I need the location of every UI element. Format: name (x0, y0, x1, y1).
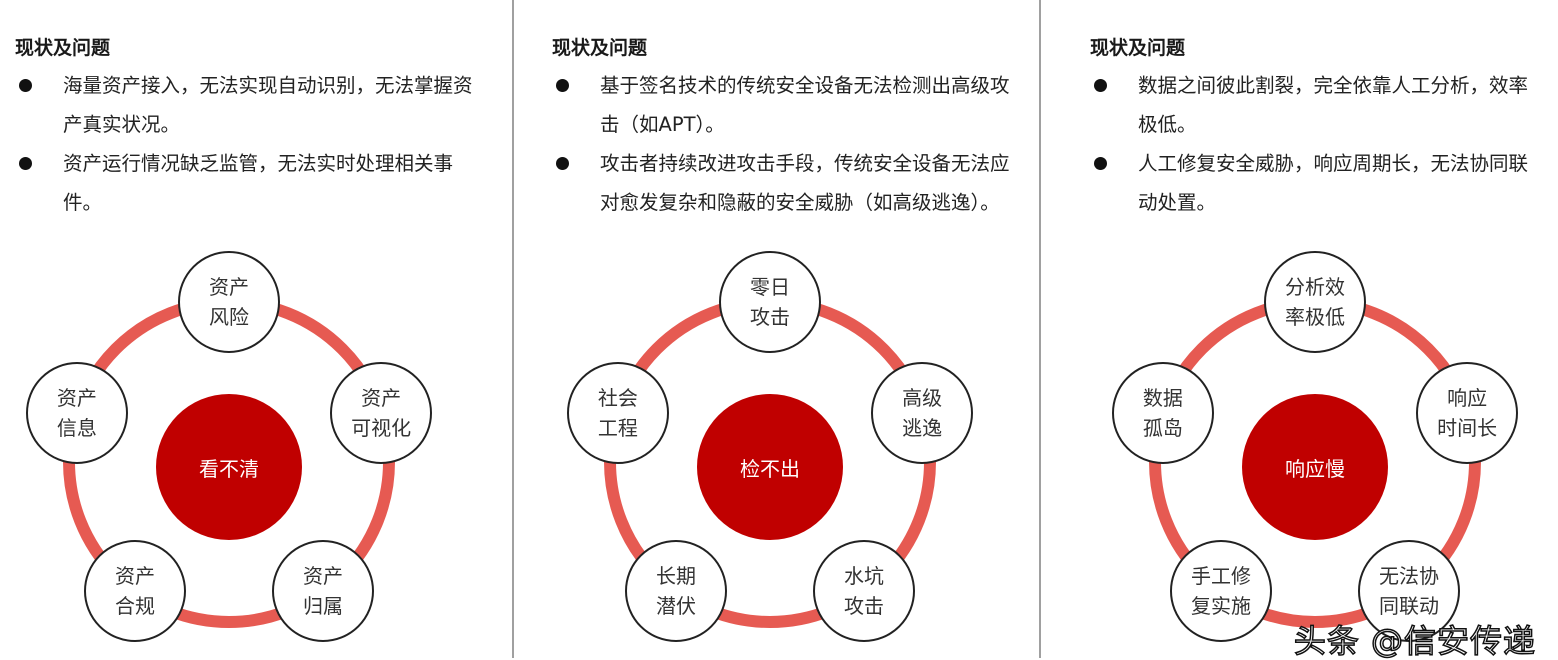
node-label-line: 资产 (303, 564, 344, 589)
panel-asset-visibility: 现状及问题海量资产接入，无法实现自动识别，无法掌握资产真实状况。资产运行情况缺乏… (0, 0, 512, 658)
panel-threat-detection: 现状及问题基于签名技术的传统安全设备无法检测出高级攻击（如APT）。攻击者持续改… (514, 0, 1039, 658)
node-label-line: 同联动 (1379, 594, 1440, 619)
cycle-node: 资产信息 (25, 361, 128, 464)
node-label-line: 分析效 (1285, 275, 1345, 299)
list-item-text: 数据之间彼此割裂，完全依靠人工分析，效率极低。 (1138, 74, 1529, 136)
cycle-node: 水坑攻击 (813, 540, 916, 643)
list-item: 海量资产接入，无法实现自动识别，无法掌握资产真实状况。 (17, 66, 477, 144)
list-item: 数据之间彼此割裂，完全依靠人工分析，效率极低。 (1092, 66, 1542, 144)
node-label-line: 社会 (597, 385, 638, 410)
cycle-node: 零日攻击 (719, 251, 821, 353)
bullet-icon (1094, 79, 1107, 92)
node-label-line: 攻击 (844, 594, 885, 619)
node-label-line: 归属 (303, 594, 344, 619)
node-label-line: 响应 (1447, 385, 1488, 410)
bullet-icon (556, 79, 569, 92)
cycle-node: 资产合规 (83, 540, 186, 643)
node-label-line: 高级 (902, 385, 943, 410)
panel-response: 现状及问题数据之间彼此割裂，完全依靠人工分析，效率极低。人工修复安全威胁，响应周… (1041, 0, 1558, 658)
problem-list: 海量资产接入，无法实现自动识别，无法掌握资产真实状况。资产运行情况缺乏监管，无法… (17, 66, 477, 222)
cycle-node: 手工修复实施 (1169, 540, 1272, 643)
cycle-node: 响应时间长 (1416, 361, 1519, 464)
bullet-icon (556, 157, 569, 170)
node-label-line: 长期 (655, 564, 696, 589)
node-label-line: 零日 (750, 275, 790, 299)
node-label-line: 潜伏 (655, 594, 696, 619)
list-item-text: 海量资产接入，无法实现自动识别，无法掌握资产真实状况。 (63, 74, 473, 136)
node-label-line: 可视化 (351, 415, 412, 440)
cycle-node: 分析效率极低 (1264, 251, 1366, 353)
node-label-line: 复实施 (1190, 594, 1251, 619)
node-label-line: 数据 (1142, 385, 1183, 410)
node-label-line: 水坑 (844, 564, 885, 589)
node-label-line: 时间长 (1437, 415, 1498, 440)
panel-divider (1039, 0, 1041, 658)
node-label-line: 资产 (56, 385, 97, 410)
list-item-text: 人工修复安全威胁，响应周期长，无法协同联动处置。 (1138, 152, 1529, 214)
list-item-text: 资产运行情况缺乏监管，无法实时处理相关事件。 (63, 152, 454, 214)
section-heading: 现状及问题 (1090, 37, 1186, 59)
section-heading: 现状及问题 (552, 37, 648, 59)
node-label-line: 逃逸 (902, 415, 943, 440)
problem-list: 数据之间彼此割裂，完全依靠人工分析，效率极低。人工修复安全威胁，响应周期长，无法… (1092, 66, 1542, 222)
cycle-node: 社会工程 (566, 361, 669, 464)
node-label-line: 手工修 (1190, 564, 1251, 589)
cycle-node: 无法协同联动 (1358, 540, 1461, 643)
center-circle: 看不清 (156, 394, 302, 540)
cycle-node: 高级逃逸 (871, 361, 974, 464)
node-label-line: 资产 (209, 275, 249, 299)
bullet-icon (19, 79, 32, 92)
node-label-line: 工程 (597, 415, 638, 440)
cycle-node: 资产可视化 (330, 361, 433, 464)
list-item: 攻击者持续改进攻击手段，传统安全设备无法应对愈发复杂和隐蔽的安全威胁（如高级逃逸… (554, 144, 1014, 222)
node-label-line: 资产 (114, 564, 155, 589)
center-label: 看不清 (199, 456, 259, 481)
node-label-line: 合规 (114, 594, 155, 619)
cycle-node: 长期潜伏 (624, 540, 727, 643)
center-label: 响应慢 (1285, 456, 1345, 481)
center-circle: 响应慢 (1242, 394, 1388, 540)
center-circle: 检不出 (697, 394, 843, 540)
node-label-line: 风险 (209, 305, 249, 329)
watermark: 头条 @信安传递 (1293, 622, 1536, 660)
center-label: 检不出 (740, 456, 800, 481)
bullet-icon (19, 157, 32, 170)
cycle-node: 资产归属 (272, 540, 375, 643)
node-label-line: 信息 (56, 415, 97, 440)
cycle-node: 数据孤岛 (1111, 361, 1214, 464)
list-item-text: 基于签名技术的传统安全设备无法检测出高级攻击（如APT）。 (600, 74, 1010, 136)
node-label-line: 资产 (361, 385, 402, 410)
list-item: 人工修复安全威胁，响应周期长，无法协同联动处置。 (1092, 144, 1542, 222)
list-item-text: 攻击者持续改进攻击手段，传统安全设备无法应对愈发复杂和隐蔽的安全威胁（如高级逃逸… (600, 152, 1010, 214)
list-item: 资产运行情况缺乏监管，无法实时处理相关事件。 (17, 144, 477, 222)
panel-divider (512, 0, 514, 658)
problem-list: 基于签名技术的传统安全设备无法检测出高级攻击（如APT）。攻击者持续改进攻击手段… (554, 66, 1014, 222)
cycle-node: 资产风险 (178, 251, 280, 353)
node-label-line: 无法协 (1379, 564, 1440, 589)
bullet-icon (1094, 157, 1107, 170)
section-heading: 现状及问题 (15, 37, 111, 59)
node-label-line: 率极低 (1285, 305, 1345, 329)
node-label-line: 攻击 (750, 305, 790, 329)
list-item: 基于签名技术的传统安全设备无法检测出高级攻击（如APT）。 (554, 66, 1014, 144)
node-label-line: 孤岛 (1142, 415, 1183, 440)
